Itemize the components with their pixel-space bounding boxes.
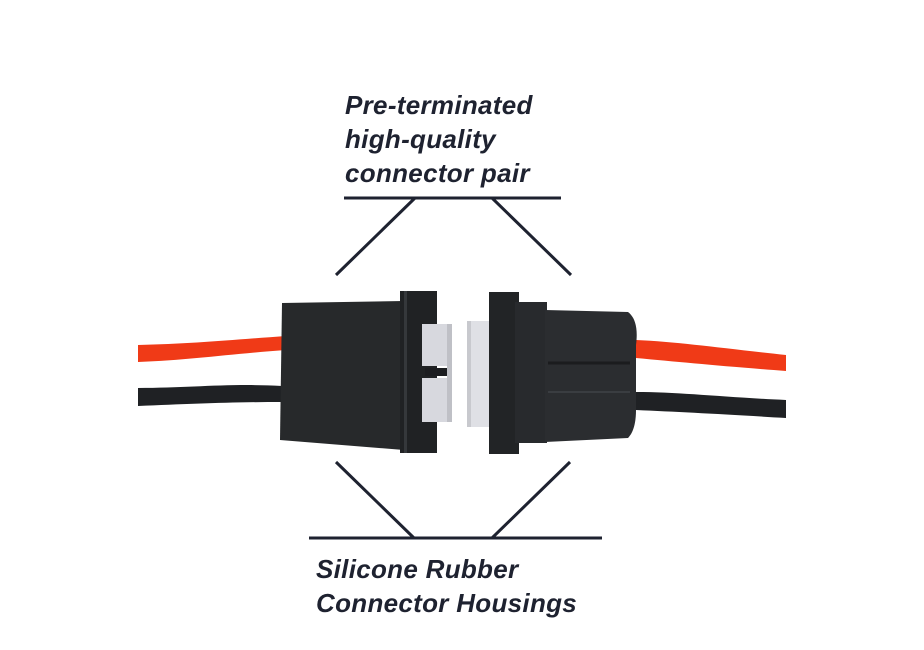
- right-red-wire: [636, 340, 786, 371]
- left-connector-housing: [280, 291, 452, 453]
- right-black-wire: [636, 392, 786, 418]
- top-callout-line-3: connector pair: [345, 158, 530, 188]
- bottom-callout-line-2: Connector Housings: [316, 588, 578, 618]
- top-callout-line-1: Pre-terminated: [345, 90, 533, 120]
- left-black-wire: [138, 385, 282, 406]
- bottom-callout-line-1: Silicone Rubber: [316, 554, 519, 584]
- left-red-wire: [138, 336, 286, 362]
- top-callout-lines: [334, 196, 573, 277]
- bottom-callout-label: Silicone Rubber Connector Housings: [316, 552, 577, 620]
- top-callout-line-2: high-quality: [345, 124, 496, 154]
- bottom-callout-lines: [309, 460, 602, 540]
- top-callout-label: Pre-terminated high-quality connector pa…: [345, 88, 533, 190]
- right-connector-housing: [467, 292, 637, 454]
